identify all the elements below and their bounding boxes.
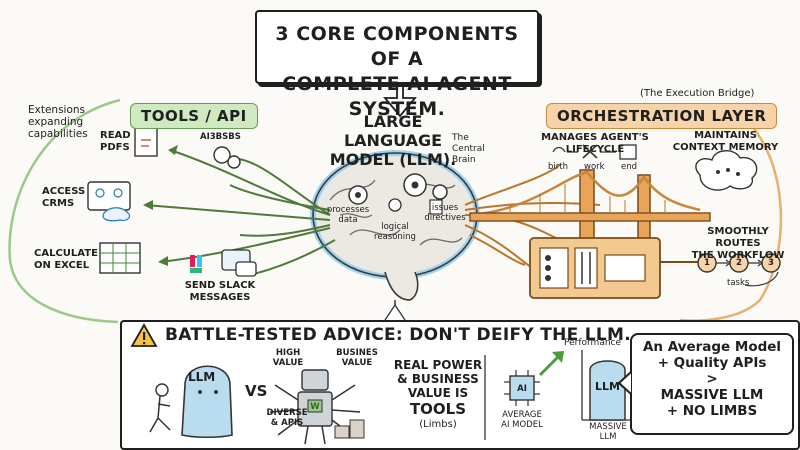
tools-api-tag: Tools / API — [130, 103, 258, 129]
tool-icons — [87, 127, 257, 277]
slack-icon — [190, 255, 202, 273]
conclusion-box: An Average Model + Quality APIs > Massiv… — [630, 333, 794, 435]
workflow-route — [697, 253, 781, 287]
title-down-arrow — [383, 81, 417, 118]
central-brain-note: The Central Brain — [452, 133, 485, 165]
tools-arc — [8, 98, 121, 324]
logical-reasoning-label: logical reasoning — [374, 222, 416, 242]
llm-title: Large Language Model (LLM). — [329, 112, 457, 169]
access-crms-label: Access CRMs — [42, 186, 86, 209]
excel-icon — [99, 242, 141, 274]
manages-lifecycle-label: Manages Agent's Lifecycle — [541, 132, 649, 155]
pdf-icon — [134, 127, 158, 157]
send-slack-label: Send Slack Messages — [184, 280, 256, 303]
extensions-note: Extensions expanding capabilities — [28, 104, 88, 140]
lifecycle-work: work — [584, 162, 605, 172]
title-line-2: Complete AI Agent System. — [282, 73, 512, 120]
conclusion-pointer — [617, 371, 632, 395]
business-value-label: Busines Value — [336, 348, 378, 368]
performance-label: Performance — [564, 338, 622, 348]
crm-icon — [87, 181, 131, 211]
massive-llm-pillar — [589, 360, 626, 421]
robot-badge: W — [310, 402, 320, 412]
lifecycle-icons — [552, 144, 637, 160]
context-memory-label: Maintains Context Memory — [672, 130, 779, 153]
robot-head — [301, 369, 329, 391]
ai-chip-label: AI — [517, 384, 527, 394]
workflow-step-1: 1 — [704, 258, 710, 268]
llm-figure-label: LLM — [188, 370, 216, 384]
memory-dots — [716, 168, 740, 176]
llm-giant-figure — [181, 365, 233, 439]
average-model-label: Average AI Model — [501, 410, 543, 430]
execution-bridge-note: (The Execution Bridge) — [640, 88, 755, 99]
issues-directives-label: issues directives — [424, 203, 466, 223]
routes-workflow-label: Smoothly Routes the Workflow — [691, 226, 785, 261]
orchestration-arc — [679, 108, 783, 322]
title-line-1: 3 Core Components of a — [275, 23, 519, 70]
lifecycle-birth: birth — [548, 162, 568, 172]
control-panel-illustration — [529, 237, 700, 299]
warning-icon — [130, 323, 158, 347]
lifecycle-end: end — [621, 162, 638, 172]
tasks-label: tasks — [727, 278, 750, 288]
orchestration-tag: Orchestration Layer — [546, 103, 778, 129]
real-power-text: Real Power & Business Value is Tools (Li… — [393, 358, 483, 430]
title-banner: 3 Core Components of a Complete AI Agent… — [255, 10, 539, 120]
ai-chip-icon — [509, 375, 535, 401]
massive-llm-box-label: LLM — [595, 380, 620, 393]
advice-title: Battle-Tested Advice: Don't Deify the LL… — [165, 325, 632, 345]
workflow-step-3: 3 — [768, 258, 774, 268]
diverse-apis-label: Diverse & APIs — [266, 408, 308, 428]
advice-illustration — [149, 350, 630, 445]
vs-label: VS — [245, 382, 268, 400]
tools-arrowheads — [143, 145, 178, 266]
processes-data-label: processes data — [326, 205, 370, 225]
apis-label: AI3BSBS — [200, 132, 241, 142]
massive-llm-label: Massive LLM — [589, 422, 627, 442]
bridge-illustration — [469, 169, 711, 251]
high-value-label: High Value — [272, 348, 304, 368]
read-pdfs-label: Read PDFs — [100, 130, 131, 153]
calculate-excel-label: Calculate on Excel — [34, 248, 98, 271]
workflow-step-2: 2 — [736, 258, 742, 268]
